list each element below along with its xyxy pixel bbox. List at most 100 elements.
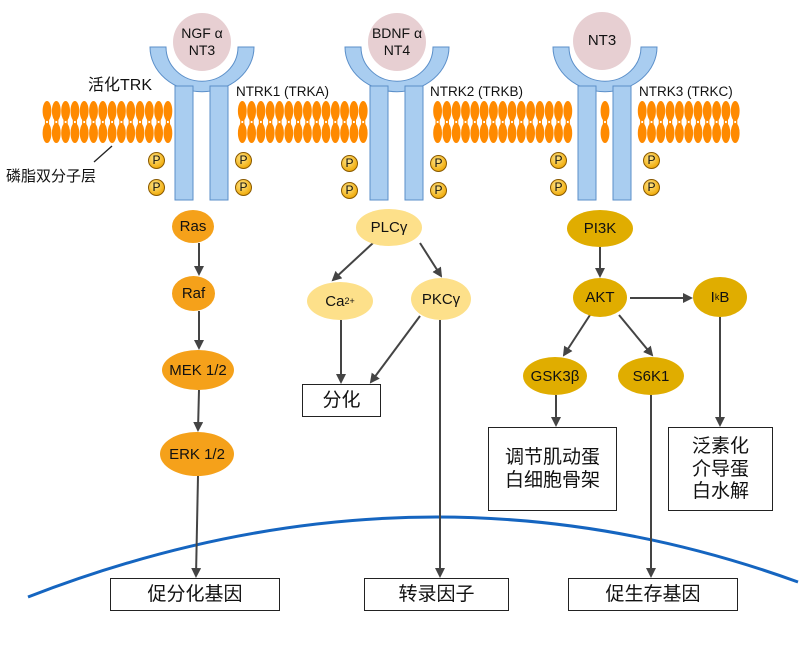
phospholipid [303,101,312,143]
lipid-head-top [247,101,256,121]
ikb-text: I [710,288,715,306]
phospholipid [600,101,610,143]
receptor-name-ntrk3: NTRK3 (TRKC) [639,84,733,99]
outcome-pro-differentiation-genes: 促分化基因 [110,578,280,611]
node-erk: ERK 1/2 [160,432,234,476]
phosphate-icon: P [643,179,660,196]
lipid-head-top [637,101,647,121]
bilayer-label: 磷脂双分子层 [6,168,97,185]
lipid-head-top [461,101,470,121]
lipid-head-top [340,101,349,121]
lipid-head-top [433,101,442,121]
ligand-nt3: NT3 [573,12,631,70]
ca-text: Ca [325,292,345,310]
lipid-head-bottom [442,123,452,143]
lipid-head-top [730,101,740,121]
lipid-head-top [107,101,117,121]
lipid-head-top [293,101,303,121]
receptor-stem-right [612,85,632,201]
lipid-head-top [544,101,554,121]
lipid-head-bottom [721,123,731,143]
lipid-head-bottom [79,123,89,143]
lipid-head-bottom [42,123,52,143]
arrow [419,242,443,278]
lipid-head-bottom [275,123,284,143]
receptor-cup [149,46,255,93]
lipid-head-bottom [600,123,610,143]
lipid-head-top [702,101,712,121]
activated-trk-label: 活化TRK [88,77,153,94]
phospholipid [656,101,666,143]
lipid-head-bottom [433,123,442,143]
receptor-name-ntrk1: NTRK1 (TRKA) [236,84,330,99]
lipid-head-top [135,101,145,121]
receptor-stem-left [577,85,597,201]
lipid-head-bottom [70,123,80,143]
phospholipid [330,101,340,143]
node-plcg: PLCγ [356,209,422,246]
phospholipid [237,101,247,143]
outcome-survival-genes: 促生存基因 [568,578,738,611]
lipid-head-bottom [526,123,535,143]
lipid-head-bottom [51,123,61,143]
phospholipid [479,101,489,143]
lipid-head-bottom [451,123,461,143]
phospholipid [470,101,480,143]
lipid-head-top [489,101,498,121]
phospholipid [712,101,721,143]
lipid-head-bottom [61,123,70,143]
phospholipid [247,101,256,143]
ikb-subscript: k [714,292,720,302]
node-ras: Ras [172,210,214,243]
phospholipid [321,101,331,143]
lipid-head-bottom [535,123,545,143]
receptor-stem-left [369,85,389,201]
outcome-transcription-factors: 转录因子 [364,578,509,611]
lipid-head-top [256,101,266,121]
lipid-head-top [479,101,489,121]
phospholipid [358,101,368,143]
trk-receptor-1 [149,46,255,201]
lipid-head-top [42,101,52,121]
phospholipid [507,101,517,143]
lipid-head-top [470,101,480,121]
phospholipid [637,101,647,143]
phosphate-icon: P [235,179,252,196]
lipid-head-top [684,101,694,121]
lipid-head-bottom [107,123,117,143]
node-pi3k: PI3K [567,210,633,247]
lipid-head-top [154,101,164,121]
lipid-head-top [554,101,563,121]
phospholipid [730,101,740,143]
lipid-head-top [117,101,126,121]
phospholipid [61,101,70,143]
ligand-text-line2: NT3 [188,42,216,58]
lipid-head-top [163,101,173,121]
phospholipid [684,101,694,143]
lipid-head-top [312,101,322,121]
phosphate-icon: P [430,155,447,172]
phosphate-icon: P [148,179,165,196]
lipid-head-bottom [516,123,526,143]
lipid-head-bottom [675,123,684,143]
phosphate-icon: P [550,152,567,169]
phospholipid [526,101,535,143]
node-raf: Raf [172,276,215,311]
phospholipid [721,101,731,143]
lipid-head-top [526,101,535,121]
lipid-head-bottom [730,123,740,143]
lipid-head-top [665,101,675,121]
bilayer-pointer-line [93,145,113,163]
phospholipid [693,101,703,143]
arrow [618,314,654,357]
lipid-head-bottom [144,123,154,143]
ligand-text-line1: BDNF α [371,24,423,41]
ligand-text-line1: NGF α [181,24,223,41]
lipid-head-top [275,101,284,121]
lipid-head-top [321,101,331,121]
lipid-head-top [284,101,294,121]
